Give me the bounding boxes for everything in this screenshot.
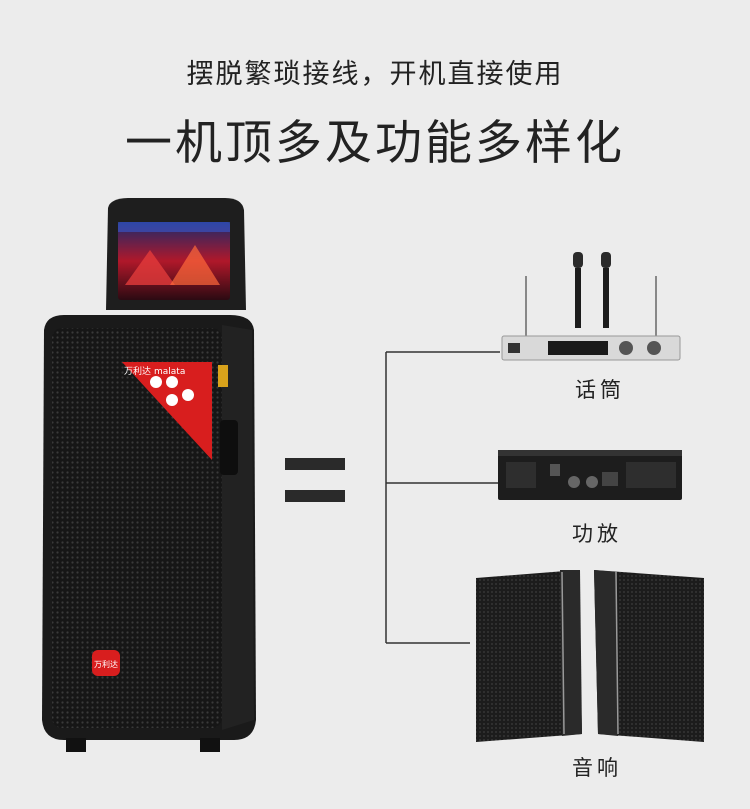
trolley-speaker-image: 万利达 malata 万利达 [30,190,270,764]
page-title: 一机顶多及功能多样化 [125,116,625,171]
amplifier-device [496,446,684,510]
badge-logo: 万利达 [94,659,118,669]
brand-logo-en: malata [154,367,185,377]
amplifier-label: 功放 [572,522,622,546]
microphone-label: 话筒 [575,378,625,402]
speakers-label: 音响 [572,756,622,780]
subtitle: 摆脱繁琐接线，开机直接使用 [186,59,564,90]
microphone-device [498,248,683,372]
brand-logo-text: 万利达 [124,365,151,377]
equals-sign [285,458,345,522]
speakers-device [470,566,710,750]
